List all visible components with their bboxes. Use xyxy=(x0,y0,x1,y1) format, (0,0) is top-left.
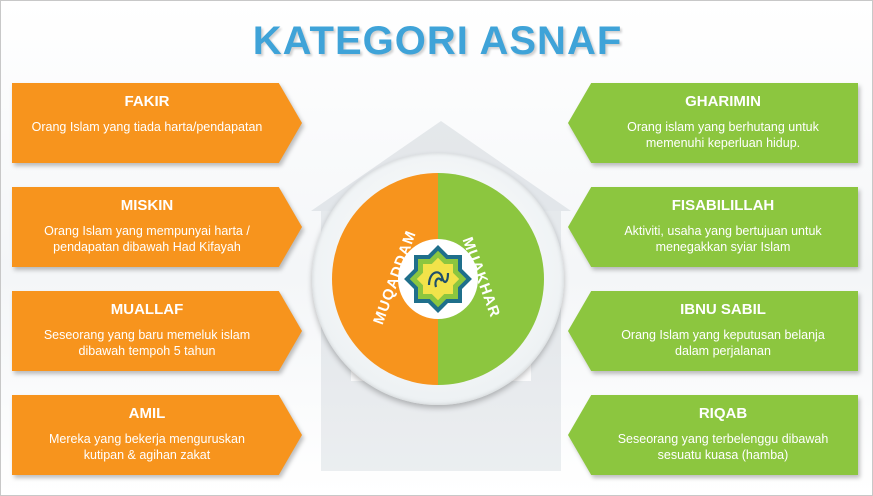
card-title: RIQAB xyxy=(698,405,748,422)
card-amil: AMIL Mereka yang bekerja menguruskan kut… xyxy=(12,395,302,475)
card-description: Seseorang yang terbelenggu dibawah sesua… xyxy=(617,432,829,462)
card-title: MISKIN xyxy=(120,197,174,214)
card-fakir: FAKIR Orang Islam yang tiada harta/penda… xyxy=(12,83,302,163)
page-title: KATEGORI ASNAF xyxy=(252,19,623,63)
card-description: Orang Islam yang mempunyai harta / penda… xyxy=(44,224,250,254)
card-ibnu-sabil: IBNU SABIL Orang Islam yang keputusan be… xyxy=(568,291,858,371)
card-muallaf: MUALLAF Seseorang yang baru memeluk isla… xyxy=(12,291,302,371)
card-fisabilillah: FISABILILLAH Aktiviti, usaha yang bertuj… xyxy=(568,187,858,267)
center-disc: MUQADDAM MUAKHAR xyxy=(332,173,544,385)
card-gharimin: GHARIMIN Orang islam yang berhutang untu… xyxy=(568,83,858,163)
card-title: FAKIR xyxy=(124,93,170,110)
card-riqab: RIQAB Seseorang yang terbelenggu dibawah… xyxy=(568,395,858,475)
card-title: MUALLAF xyxy=(110,301,184,318)
center-circle: MUQADDAM MUAKHAR xyxy=(312,153,564,405)
card-title: AMIL xyxy=(128,405,166,422)
card-title: GHARIMIN xyxy=(685,93,761,110)
card-title: IBNU SABIL xyxy=(680,301,766,318)
star-emblem-icon xyxy=(404,245,472,313)
card-description: Orang Islam yang keputusan belanja dalam… xyxy=(621,328,825,358)
card-description: Seseorang yang baru memeluk islam dibawa… xyxy=(43,328,251,358)
card-description: Orang islam yang berhutang untuk memenuh… xyxy=(627,120,819,150)
card-description: Mereka yang bekerja menguruskan kutipan … xyxy=(49,432,245,462)
card-miskin: MISKIN Orang Islam yang mempunyai harta … xyxy=(12,187,302,267)
card-description: Orang Islam yang tiada harta/pendapatan xyxy=(31,120,263,134)
card-title: FISABILILLAH xyxy=(671,197,775,214)
card-description: Aktiviti, usaha yang bertujuan untuk men… xyxy=(624,224,822,254)
